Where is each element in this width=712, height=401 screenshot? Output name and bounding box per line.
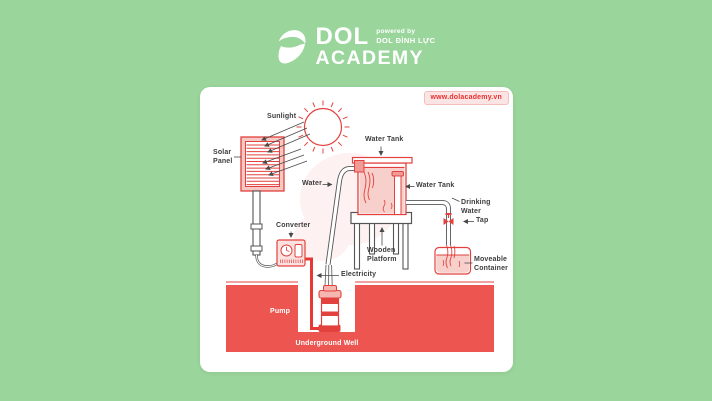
label-drinking-water: Drinking Water	[461, 199, 491, 215]
dol-leaf-icon	[277, 26, 307, 65]
label-underground-well: Underground Well	[295, 340, 359, 347]
solar-panel-graphic	[240, 136, 285, 192]
well-water-pipe	[325, 166, 357, 265]
sun-icon	[296, 100, 350, 154]
ground-graphic	[226, 281, 494, 352]
label-solar-panel: Solar Panel	[213, 149, 233, 165]
converter-cable	[255, 254, 279, 268]
electric-wire	[305, 257, 320, 330]
solar-pump-diagram	[226, 100, 494, 352]
waterfall-lines	[363, 171, 393, 213]
tap-graphic	[443, 213, 454, 225]
logo-powered: powered by DOL ĐÌNH LỰC	[376, 28, 435, 45]
label-moveable-container: Moveable Container	[474, 256, 509, 272]
sunlight-arrows	[261, 121, 311, 176]
dol-academy-logo: DOL powered by DOL ĐÌNH LỰC ACADEMY	[277, 23, 436, 70]
outlet-pipe	[406, 200, 451, 245]
diagram-card: www.dolacademy.vn Sunlight Solar Panel W…	[200, 87, 513, 372]
logo-academy: ACADEMY	[315, 47, 424, 70]
logo-brand: DOL	[315, 23, 370, 50]
tank-inlet-spout	[354, 160, 365, 173]
label-electricity: Electricity	[341, 271, 377, 278]
label-wooden-platform: Wooden Platform	[367, 247, 397, 263]
container-graphic	[434, 244, 472, 275]
tank-rim	[351, 156, 413, 164]
converter-graphic	[276, 239, 306, 267]
label-pump: Pump	[270, 308, 291, 315]
tank-inner-pipe	[394, 175, 402, 215]
label-water: Water	[302, 180, 322, 187]
powered-brand-label: DOL ĐÌNH LỰC	[376, 36, 436, 45]
label-pointers	[234, 146, 474, 278]
website-badge: www.dolacademy.vn	[423, 91, 509, 105]
label-tap: Tap	[476, 217, 489, 224]
pump-graphic	[318, 264, 342, 332]
wooden-platform-graphic	[350, 211, 413, 270]
powered-by-label: powered by	[376, 28, 416, 35]
label-sunlight: Sunlight	[267, 113, 297, 120]
label-water-tank-inner: Water Tank	[416, 182, 455, 189]
logo-text: DOL powered by DOL ĐÌNH LỰC ACADEMY	[315, 23, 436, 70]
label-converter: Converter	[276, 222, 311, 229]
panel-pole	[250, 190, 263, 256]
label-water-tank-top: Water Tank	[365, 136, 404, 143]
water-tank-graphic	[351, 156, 413, 216]
